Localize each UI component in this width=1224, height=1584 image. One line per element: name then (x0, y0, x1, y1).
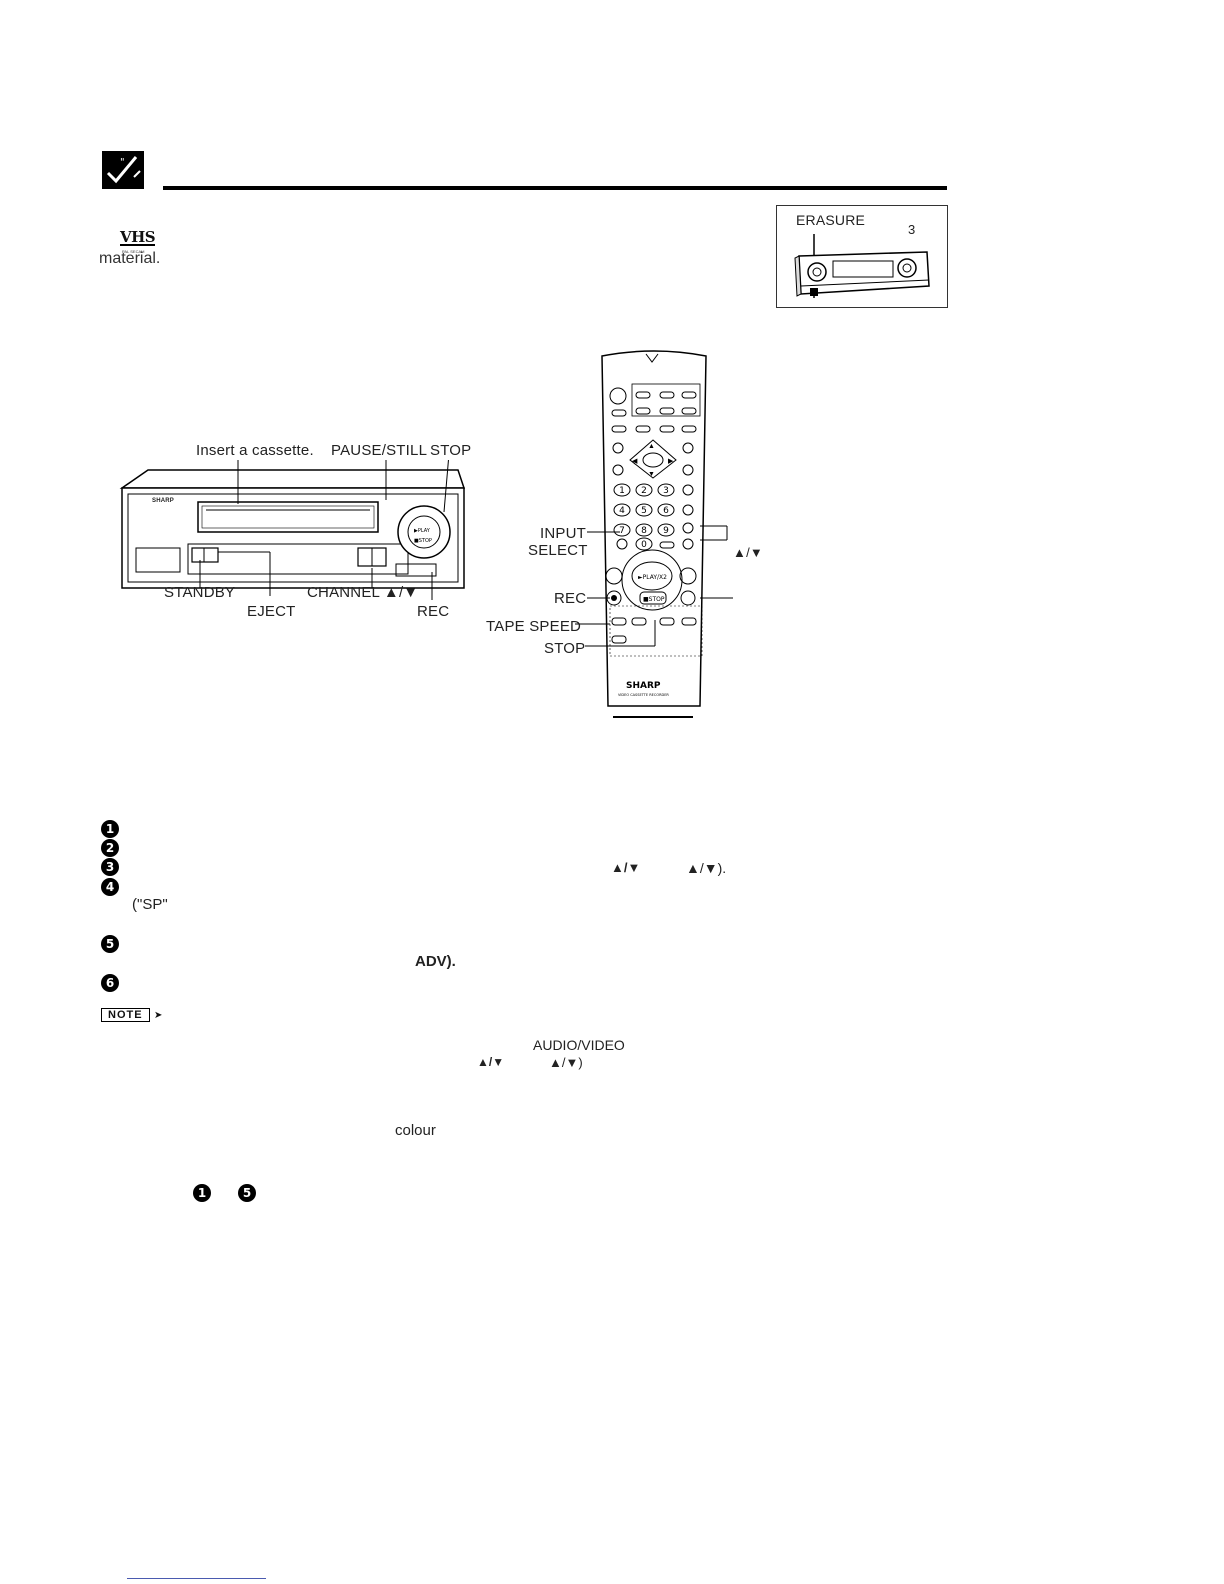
label-stop-vcr: STOP (430, 442, 472, 459)
label-input: INPUT (540, 525, 586, 542)
note-ref-bullet-1: 1 (193, 1184, 211, 1202)
note-arrows-a: ▲/▼ (477, 1055, 505, 1069)
svg-text:◀: ◀ (632, 458, 638, 465)
svg-text:SHARP: SHARP (626, 681, 661, 691)
label-eject: EJECT (247, 603, 296, 620)
svg-text:1: 1 (619, 486, 625, 496)
svg-text:▶: ▶ (668, 458, 674, 465)
step-bullet-1: 1 (101, 820, 119, 838)
note-arrows-b: ▲/▼) (549, 1055, 583, 1070)
remote-pointer-lines (575, 525, 733, 647)
svg-text:▲: ▲ (648, 443, 655, 450)
svg-text:4: 4 (619, 506, 625, 516)
label-rec-vcr: REC (417, 603, 450, 620)
label-standby: STANDBY (164, 584, 236, 601)
label-stop-remote: STOP (544, 640, 586, 657)
note-label: NOTE (101, 1008, 150, 1022)
cassette-illustration (794, 234, 930, 298)
svg-text:VIDEO CASSETTE RECORDER: VIDEO CASSETTE RECORDER (618, 693, 669, 697)
erasure-label: ERASURE (796, 212, 866, 228)
svg-text:■STOP: ■STOP (414, 538, 432, 544)
footer-link-rule (127, 1578, 266, 1579)
label-remote-channel-arrows: ▲/▼ (733, 545, 763, 560)
vcr-front-panel: ▶PLAY ■STOP (119, 460, 466, 600)
step-bullet-4: 4 (101, 878, 119, 896)
note-ref-bullet-5: 5 (238, 1184, 256, 1202)
step-bullet-2: 2 (101, 839, 119, 857)
label-pause-still: PAUSE/STILL (331, 442, 428, 459)
svg-text:■STOP: ■STOP (643, 596, 665, 603)
label-insert-cassette: Insert a cassette. (196, 442, 314, 459)
svg-text:8: 8 (641, 526, 647, 536)
step-bullet-6: 6 (101, 974, 119, 992)
note-colour: colour (395, 1122, 436, 1139)
note-audio-video: AUDIO/VIDEO (533, 1037, 625, 1053)
step-bullet-5: 5 (101, 935, 119, 953)
svg-text:0: 0 (641, 540, 647, 550)
note-arrow-icon: ➤ (154, 1010, 163, 1021)
svg-text:3: 3 (663, 486, 669, 496)
vhs-logo-subtext: PAL SECAM (122, 249, 145, 254)
remote-caption-rule (613, 716, 693, 718)
erasure-figure: ERASURE 3 (776, 205, 948, 308)
note-badge: NOTE ➤ (101, 1005, 162, 1023)
svg-text:►PLAY/X2: ►PLAY/X2 (638, 574, 667, 581)
tip-check-icon: " (102, 151, 144, 189)
header-rule (163, 186, 947, 190)
label-select: SELECT (528, 542, 588, 559)
remote-control: ▲ ▼ ◀ ▶ 1 2 3 4 5 6 7 8 9 0 ►PLAY/X2 ■ST… (601, 350, 707, 707)
svg-text:▼: ▼ (648, 471, 655, 478)
svg-text:▶PLAY: ▶PLAY (414, 528, 431, 534)
svg-text:9: 9 (663, 526, 669, 536)
svg-text:": " (120, 157, 125, 168)
intro-material-text: material. (99, 250, 161, 267)
vcr-brand: SHARP (152, 498, 175, 504)
label-rec-remote: REC (554, 590, 587, 607)
label-tape-speed: TAPE SPEED (486, 618, 582, 635)
vhs-logo: VHS (120, 228, 156, 246)
step4-sp: ("SP" (132, 896, 168, 913)
svg-text:7: 7 (619, 526, 625, 536)
erasure-fragment: 3 (908, 222, 916, 237)
svg-text:5: 5 (641, 506, 647, 516)
step3-arrows-b: ▲/▼). (686, 860, 727, 876)
label-channel-vcr: CHANNEL ▲/▼ (307, 584, 419, 601)
svg-text:6: 6 (663, 506, 669, 516)
step-bullet-3: 3 (101, 858, 119, 876)
step5-adv: ADV). (415, 953, 456, 970)
svg-text:2: 2 (641, 486, 647, 496)
step3-arrows-a: ▲/▼ (611, 860, 641, 875)
